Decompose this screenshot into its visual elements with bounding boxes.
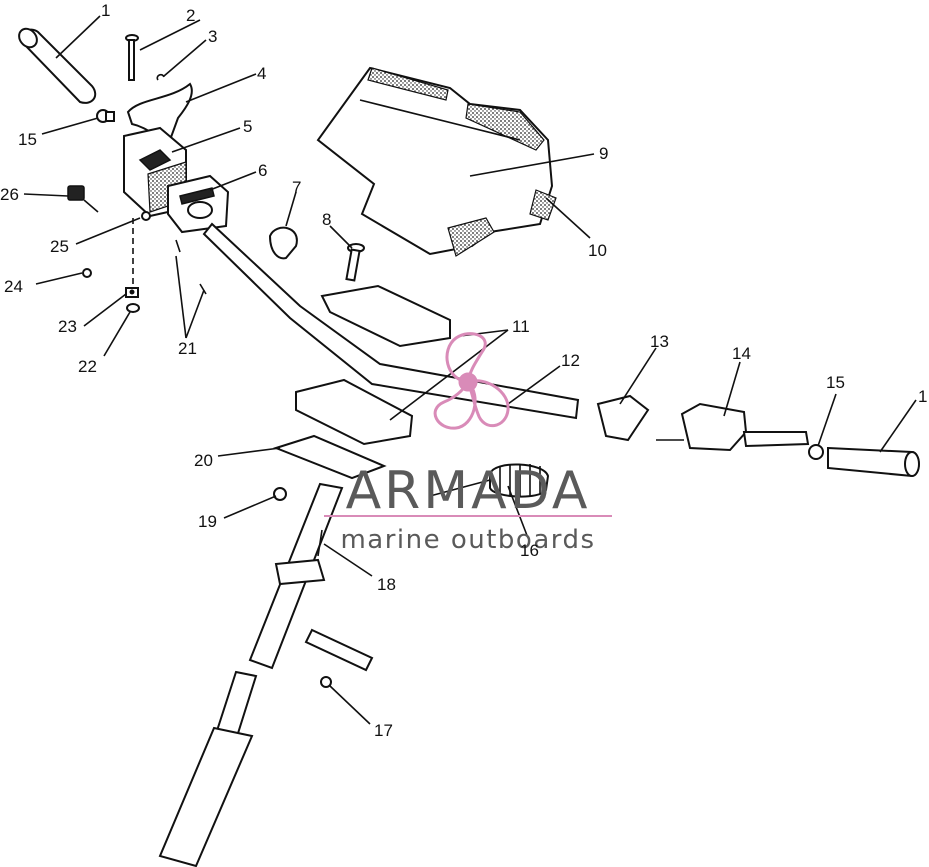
mounting-plate-part [273,434,387,480]
callout-1-left: 1 [101,1,110,20]
end-cap-right-part [808,444,824,460]
end-cap-left-part [96,109,115,123]
callout-labels: 1 2 3 4 5 6 7 8 9 10 11 12 13 14 15 1 15… [0,1,927,740]
clip-part [156,73,165,81]
callout-8: 8 [322,210,331,229]
callout-17: 17 [374,721,393,740]
right-grip-part [827,446,920,478]
callout-1-right: 1 [918,387,927,406]
callout-23: 23 [58,317,77,336]
armada-watermark: ARMADA marine outboards [324,332,612,555]
watermark-tagline: marine outboards [340,525,595,555]
screw-part-18 [317,529,323,557]
left-grip-part [18,27,97,104]
steering-column-part [158,482,344,867]
bolt-part [125,34,139,81]
handle-bracket-part [167,174,230,234]
lower-clamp-part [295,378,414,446]
handlebar-tube-part [202,222,580,420]
callout-12: 12 [561,351,580,370]
callout-22: 22 [78,357,97,376]
upper-clamp-part [320,284,451,348]
callout-9: 9 [599,144,608,163]
callout-16: 16 [520,541,539,560]
clip-part-7 [268,226,298,260]
callout-14: 14 [732,344,751,363]
nut-part-24 [82,268,92,278]
callout-11: 11 [512,317,530,336]
spacer-part [304,628,374,688]
callout-26: 26 [0,185,19,204]
callout-13: 13 [650,332,669,351]
callout-3: 3 [208,27,217,46]
cowl-cover-part [316,66,557,257]
callout-15-left: 15 [18,130,37,149]
leader-lines [23,15,917,725]
callout-15-right: 15 [826,373,845,392]
screw-part-8 [345,243,365,282]
callout-21: 21 [178,339,197,358]
callout-10: 10 [588,241,607,260]
coil-spring-part [429,463,550,498]
propeller-logo [433,332,510,430]
watermark-brand: ARMADA [346,461,591,521]
callout-20: 20 [194,451,213,470]
lock-washer-part [126,303,140,313]
nut-part-19 [273,487,287,501]
nut-part-23 [125,287,139,298]
washer-part [141,211,151,221]
callout-7: 7 [292,178,301,197]
callout-6: 6 [258,161,267,180]
callout-24: 24 [4,277,23,296]
right-switch-part [656,402,810,452]
callout-5: 5 [243,117,252,136]
callout-25: 25 [50,237,69,256]
callout-2: 2 [186,6,195,25]
screw-part-21 [175,239,207,295]
callout-18: 18 [377,575,396,594]
callout-4: 4 [257,64,266,83]
cable-bracket-part [596,394,650,442]
callout-19: 19 [198,512,217,531]
wire-clamp-part [67,185,99,213]
